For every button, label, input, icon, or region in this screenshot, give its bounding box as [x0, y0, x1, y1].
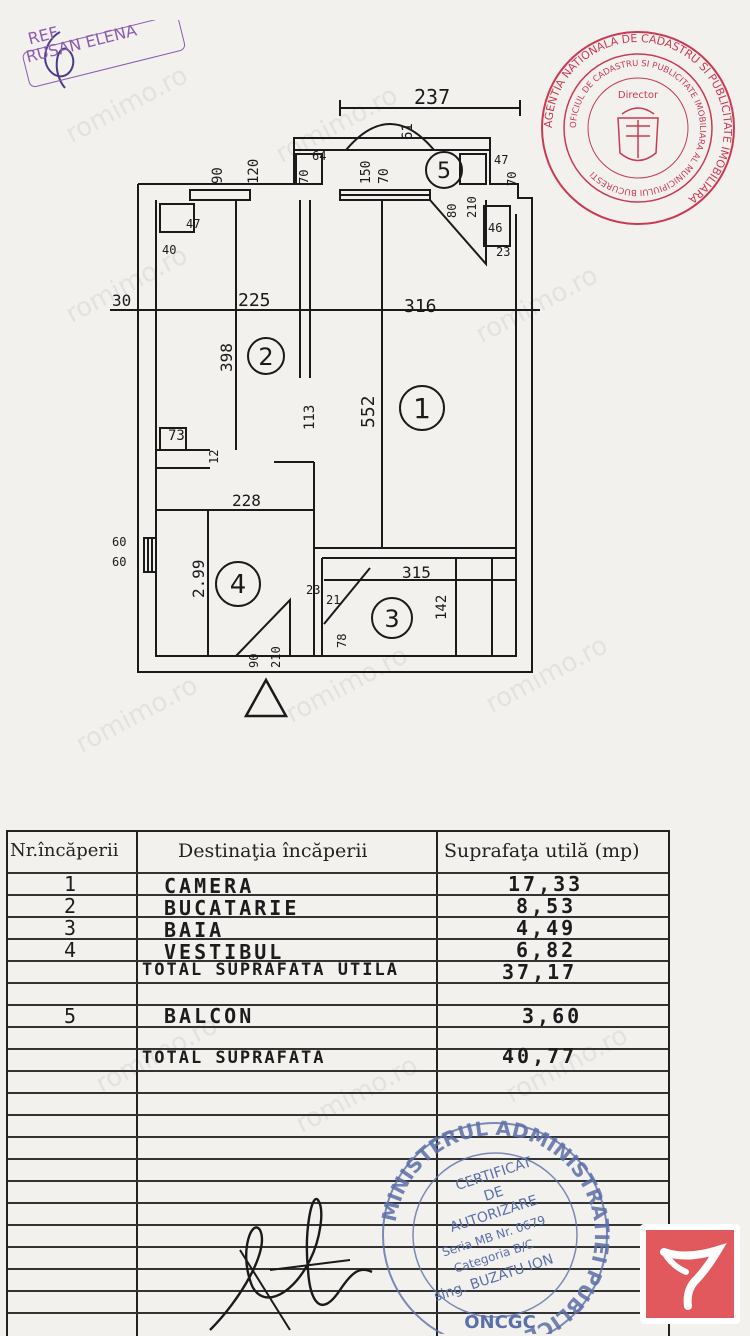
table-row-nr: 2 [64, 894, 77, 918]
dim-label: 78 [335, 634, 349, 648]
dim-label: 64 [312, 149, 326, 163]
dim-label: 237 [414, 88, 450, 109]
entry-door [235, 597, 291, 657]
dim-label: 225 [238, 290, 271, 311]
dim-label: 21 [326, 593, 340, 607]
signature-icon [209, 1197, 373, 1331]
dim-label: 142 [434, 595, 450, 620]
room-number-3: 3 [384, 605, 399, 633]
room-number-4: 4 [230, 570, 247, 600]
stamp-blue-ring-text: MINISTERUL ADMINISTRATIEI PUBLICE [377, 1116, 614, 1334]
dim-label: 90 [210, 167, 226, 184]
dim-label: 210 [465, 196, 479, 218]
dim-label: 113 [302, 405, 318, 430]
table-row-area: 3,60 [522, 1004, 583, 1028]
table-row-area: 8,53 [516, 894, 577, 918]
signature-mark-icon [22, 20, 186, 89]
dim-label: 73 [168, 428, 185, 444]
table-row-area: 37,17 [502, 960, 578, 984]
table-row-dest: BUCATARIE [164, 896, 300, 920]
table-row-dest: VESTIBUL [164, 940, 285, 964]
floor-plan: 1 2 3 4 5 237 61 64 70 90 120 150 70 80 … [110, 88, 540, 718]
dim-label: 30 [112, 291, 131, 310]
dim-label: 47 [186, 217, 200, 231]
dim-label: 2.99 [189, 559, 208, 598]
dim-label: 40 [162, 243, 176, 257]
stamp-blue-line: DE [482, 1184, 506, 1205]
dim-label: 80 [445, 204, 459, 218]
dim-label: 398 [217, 343, 236, 372]
dim-label: 120 [246, 159, 262, 184]
agency-stamp: AGENTIA NATIONALA DE CADASTRU SI PUBLICI… [541, 31, 735, 225]
dim-label: 552 [358, 395, 379, 428]
dim-label: 23 [306, 583, 320, 597]
inner-wall [155, 200, 517, 657]
dim-label: 210 [269, 646, 283, 668]
area-table: Nr.încăperii Destinaţia încăperii Supraf… [6, 830, 670, 1336]
table-row-nr: 1 [64, 872, 77, 896]
window [189, 189, 251, 201]
brand-logo[interactable] [640, 1224, 740, 1324]
table-row-dest: BALCON [164, 1004, 255, 1028]
dim-label: 23 [496, 245, 510, 259]
table-row-area: 6,82 [516, 938, 577, 962]
dim-label: 61 [400, 123, 416, 140]
dim-label: 12 [207, 450, 221, 464]
table-row-dest: BAIA [164, 918, 225, 942]
dim-label: 70 [297, 170, 311, 184]
svg-text:MINISTERUL ADMINISTRATIEI PUBL: MINISTERUL ADMINISTRATIEI PUBLICE [377, 1116, 614, 1334]
header-area: Suprafaţa utilă (mp) [444, 840, 640, 862]
room-number-5: 5 [437, 159, 451, 184]
table-row-area: 40,77 [502, 1044, 578, 1068]
stamp-red-center-text: Director [618, 90, 659, 101]
table-row-area: 4,49 [516, 916, 577, 940]
dim-label: 228 [232, 491, 261, 510]
dim-label: 47 [494, 153, 508, 167]
room-number-1: 1 [413, 392, 431, 425]
dim-label: 150 [359, 161, 374, 184]
table-row-nr: 4 [64, 938, 77, 962]
stamp-blue-bottom: ONCGC [464, 1312, 536, 1333]
dim-label: 70 [377, 168, 392, 184]
header-destination: Destinaţia încăperii [178, 840, 368, 862]
dim-label: 46 [488, 221, 502, 235]
dim-label: 60 [112, 535, 126, 549]
dim-label: 60 [112, 555, 126, 569]
table-row-area: 17,33 [508, 872, 584, 896]
dim-label: 315 [402, 563, 431, 582]
dim-label: 316 [404, 296, 437, 317]
coat-of-arms-icon [617, 107, 659, 162]
table-row-dest: TOTAL SUPRAFATA [142, 1048, 326, 1068]
dim-label: 90 [247, 654, 261, 668]
balcony-outline [293, 149, 491, 184]
certificate-stamp: MINISTERUL ADMINISTRATIEI PUBLICE CERTIF… [377, 1116, 614, 1334]
table-row-nr: 5 [64, 1004, 77, 1028]
balcony-arc [345, 123, 435, 151]
dim-label: 70 [505, 172, 519, 186]
header-room-number: Nr.încăperii [10, 840, 119, 861]
table-row-dest: CAMERA [164, 874, 255, 898]
brand-logo-icon [660, 1243, 727, 1310]
triangle-arrow-icon [243, 677, 289, 718]
table-row-dest: TOTAL SUPRAFATA UTILA [142, 960, 399, 980]
table-row-nr: 3 [64, 916, 77, 940]
room-number-2: 2 [258, 343, 273, 371]
